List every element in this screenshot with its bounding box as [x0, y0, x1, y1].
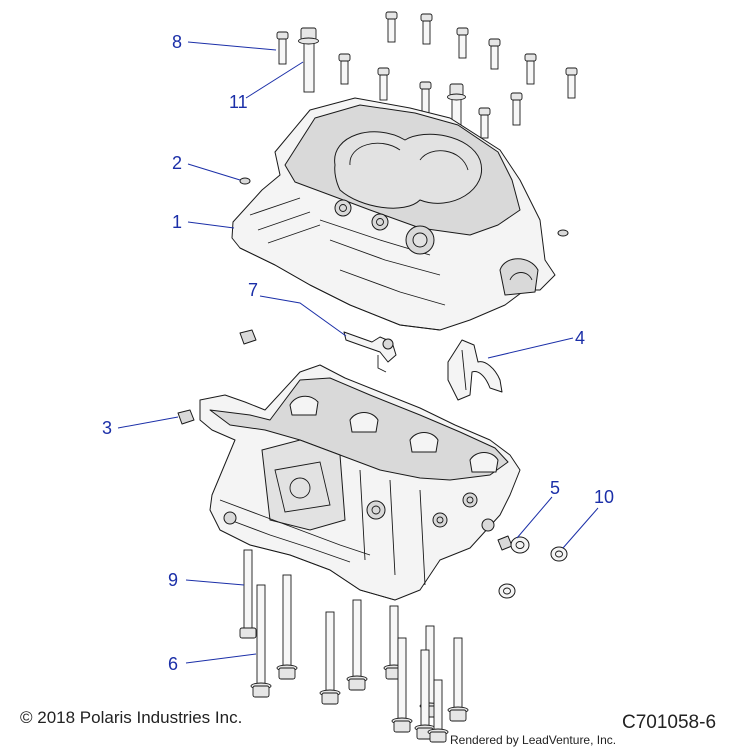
callout-9: 9 — [168, 570, 178, 590]
plug-upper — [239, 329, 257, 345]
leader-11 — [245, 61, 304, 99]
bolt-8 — [276, 31, 289, 65]
lower-crankcase — [199, 364, 521, 601]
callout-labels: 8 11 2 1 7 4 3 5 10 9 6 — [102, 32, 614, 674]
leader-2 — [187, 163, 241, 181]
leader-5 — [516, 496, 553, 539]
leader-8 — [187, 41, 277, 51]
leader-1 — [187, 221, 235, 229]
callout-11: 11 — [229, 92, 248, 112]
callout-8: 8 — [172, 32, 182, 52]
copyright-text: © 2018 Polaris Industries Inc. — [20, 708, 243, 727]
upper-bolt-row-1 — [385, 11, 578, 99]
bolt-9 — [239, 549, 257, 639]
callout-2: 2 — [172, 153, 182, 173]
leader-lines — [117, 41, 599, 664]
sealing-washer-10 — [550, 546, 568, 562]
leader-9 — [185, 579, 245, 586]
bolt-6 — [250, 584, 272, 698]
upper-bolts — [276, 11, 578, 139]
callout-7: 7 — [248, 280, 258, 300]
lower-bolts — [239, 549, 469, 743]
callout-4: 4 — [575, 328, 585, 348]
leader-3 — [117, 416, 179, 429]
callout-6: 6 — [168, 654, 178, 674]
oil-jet-bracket-7 — [343, 331, 397, 373]
drain-plug-5 — [497, 535, 530, 554]
plug-3 — [177, 409, 195, 425]
leader-4 — [487, 337, 574, 359]
bolt-11 — [298, 27, 319, 93]
upper-bolt-row-2 — [338, 53, 523, 139]
sealing-washer-lower — [498, 583, 516, 599]
callout-3: 3 — [102, 418, 112, 438]
dowel-pin-2 — [239, 177, 251, 185]
rendered-by-text: Rendered by LeadVenture, Inc. — [450, 733, 617, 747]
callout-1: 1 — [172, 212, 182, 232]
leader-10 — [562, 507, 599, 549]
leader-7 — [259, 295, 347, 337]
leader-6 — [185, 653, 257, 664]
callout-5: 5 — [550, 478, 560, 498]
dowel-pin-right — [557, 229, 569, 237]
upper-crankcase — [231, 97, 556, 331]
drawing-id: C701058-6 — [622, 712, 717, 733]
bearing-shell-4 — [447, 339, 503, 401]
callout-10: 10 — [594, 487, 614, 507]
